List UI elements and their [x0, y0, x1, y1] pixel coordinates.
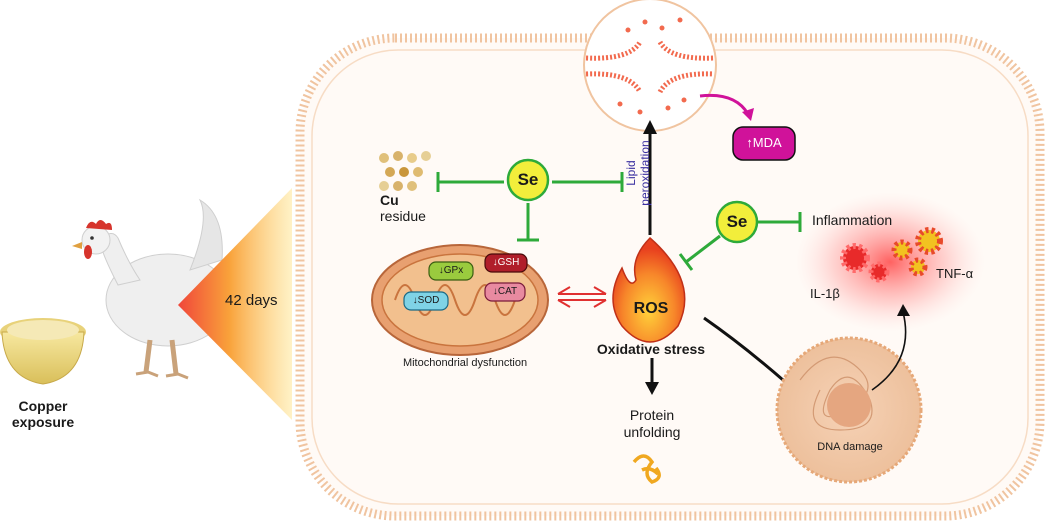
copper-label-line2: exposure [11, 414, 75, 430]
tnfa-label: TNF-α [936, 266, 974, 281]
ros-label: ROS [633, 300, 669, 317]
lipid-label-line1: Lipid [624, 160, 638, 186]
cytokine-icons [840, 227, 943, 283]
copper-label-line1: Copper [18, 398, 68, 414]
oxidative-stress-label: Oxidative stress [596, 341, 706, 357]
selenium-node-2 [715, 200, 759, 244]
exposure-beam [178, 188, 292, 420]
protein-label-line1: Protein [629, 407, 675, 423]
lipid-peroxidation-label: Lipid peroxidation [624, 134, 652, 212]
mda-box [732, 126, 796, 161]
cu-symbol: Cu [380, 192, 399, 208]
protein-unfolding-label: Protein unfolding [612, 407, 692, 441]
cu-residue-icon [379, 151, 431, 191]
mitochondrion-icon [371, 244, 549, 356]
arrow-dna-to-inflammation [871, 311, 907, 391]
inhibition-lines-se1 [436, 172, 624, 242]
arrow-to-mda [699, 93, 750, 115]
lipid-bilayer-zoom [583, 0, 717, 132]
cu-residue-label: residue [380, 208, 426, 224]
inflammation-glow [795, 192, 985, 332]
selenium-label-1: Se [517, 170, 539, 189]
selenium-node-1 [506, 158, 550, 202]
protein-unfolding-icon [632, 454, 661, 484]
cat-label: ↓CAT [492, 286, 518, 297]
mda-label: ↑MDA [746, 135, 782, 150]
ros-flame-icon [612, 236, 686, 343]
inflammation-title: Inflammation [812, 212, 893, 228]
duration-label: 42 days [225, 292, 278, 309]
arrow-ros-to-protein [645, 358, 659, 395]
gsh-label: ↓GSH [492, 257, 520, 268]
il1b-label: IL-1β [810, 286, 840, 301]
sod-label: ↓SOD [412, 295, 440, 306]
inhibition-lines-se2 [678, 212, 802, 271]
arrow-ros-to-lipid [643, 120, 657, 235]
mitochondrial-dysfunction-caption: Mitochondrial dysfunction [402, 357, 528, 369]
selenium-label-2: Se [726, 212, 748, 231]
protein-label-line2: unfolding [623, 424, 681, 440]
dna-damage-caption: DNA damage [817, 441, 883, 453]
arrow-mito-ros [557, 286, 607, 308]
copper-exposure-label: Copper exposure [4, 398, 82, 430]
copper-bowl-icon [0, 318, 86, 385]
lipid-label-line2: peroxidation [638, 140, 652, 206]
nucleus-icon [775, 336, 923, 484]
gpx-label: ↓GPx [438, 265, 464, 276]
